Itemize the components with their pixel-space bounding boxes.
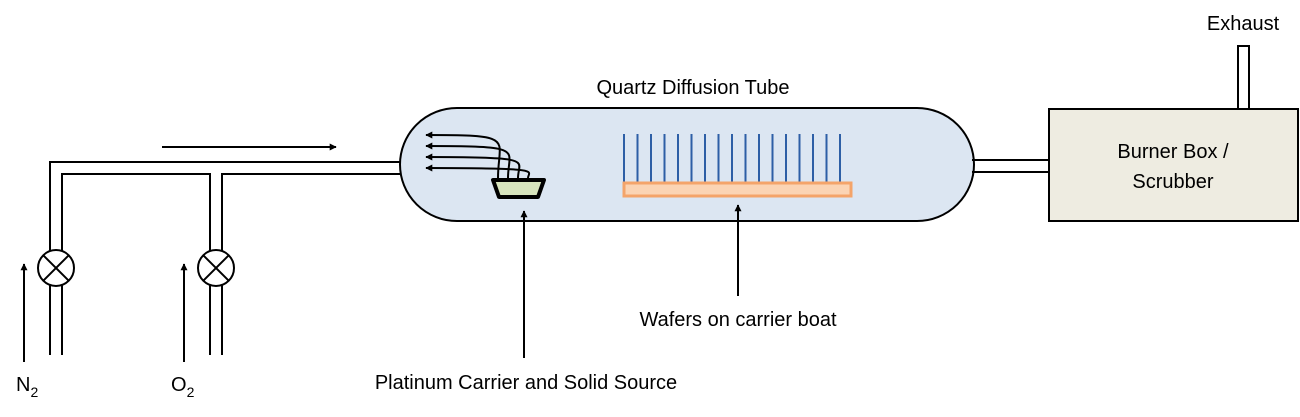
- n2-valve-icon: [37, 249, 75, 287]
- o2-valve-icon: [197, 249, 235, 287]
- o2-label: O2: [171, 374, 195, 400]
- vapor-arrow: [425, 153, 521, 179]
- tube-label: Quartz Diffusion Tube: [596, 77, 789, 99]
- o2-label-main: O: [171, 374, 187, 396]
- burner-box: [1048, 108, 1299, 222]
- platinum-label: Platinum Carrier and Solid Source: [375, 372, 677, 394]
- n2-label-main: N: [16, 374, 30, 396]
- wafer-array: [623, 134, 841, 184]
- n2-label: N2: [16, 374, 38, 400]
- wafers-label: Wafers on carrier boat: [639, 309, 837, 331]
- platinum-carrier-icon: [491, 178, 546, 199]
- vapor-arrow: [425, 131, 501, 179]
- burner-label-line1: Burner Box /: [1117, 141, 1229, 163]
- outlet-pipe: [972, 159, 1049, 173]
- carrier-boat: [622, 181, 853, 198]
- exhaust-label: Exhaust: [1207, 13, 1280, 35]
- exhaust-stack: [1237, 45, 1250, 110]
- o2-label-subscript: 2: [187, 384, 195, 400]
- n2-label-subscript: 2: [30, 384, 38, 400]
- vapor-arrows: [425, 131, 531, 179]
- burner-label-line2: Scrubber: [1132, 171, 1213, 193]
- vapor-arrow: [425, 164, 531, 179]
- quartz-diffusion-tube: [399, 107, 975, 222]
